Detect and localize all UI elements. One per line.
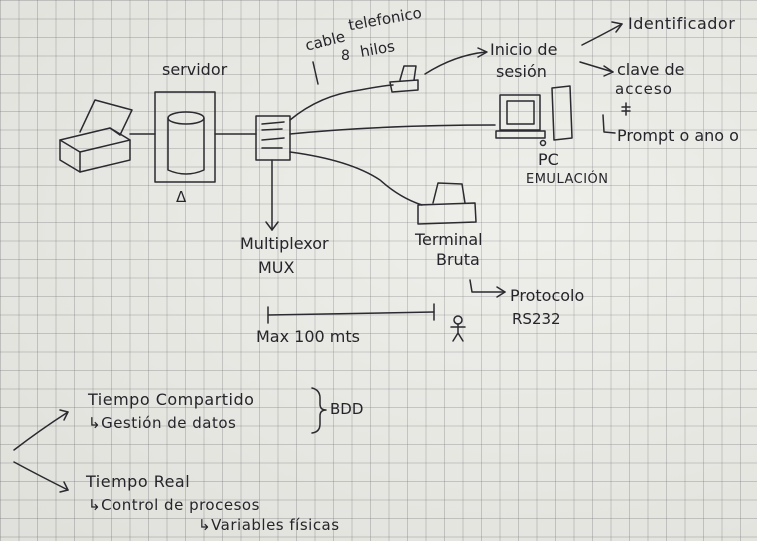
label-protocolo: Protocolo bbox=[510, 286, 585, 305]
label-control-procesos: ↳Control de procesos bbox=[88, 496, 260, 514]
label-variables-fisicas: ↳Variables físicas bbox=[198, 516, 340, 534]
label-tiempo-compartido: Tiempo Compartido bbox=[88, 390, 255, 409]
multiplexor-icon bbox=[255, 115, 291, 231]
label-acceso: acceso bbox=[615, 80, 673, 98]
label-emulacion: EMULACIÓN bbox=[526, 172, 609, 187]
label-mux: MUX bbox=[258, 258, 295, 277]
pc-icon bbox=[495, 85, 573, 147]
cable-lines bbox=[289, 61, 496, 206]
label-rs232: RS232 bbox=[512, 310, 561, 328]
brace bbox=[311, 387, 327, 434]
label-servidor: servidor bbox=[162, 60, 228, 79]
label-bruta: Bruta bbox=[436, 250, 480, 269]
printer-icon bbox=[59, 99, 133, 173]
label-identificador: Identificador bbox=[628, 14, 736, 33]
label-cable-8: 8 bbox=[341, 48, 350, 64]
label-tiempo-real: Tiempo Real bbox=[86, 472, 191, 491]
label-clave-de: clave de bbox=[617, 60, 685, 79]
small-terminal-icon bbox=[389, 47, 488, 93]
person-icon bbox=[450, 315, 466, 342]
label-max: Max 100 mts bbox=[256, 327, 360, 346]
label-multiplexor: Multiplexor bbox=[240, 234, 329, 253]
distance-line bbox=[267, 303, 435, 324]
terminal-bruta-icon bbox=[417, 182, 506, 298]
label-inicio-de: Inicio de bbox=[490, 40, 558, 59]
branch-arrows bbox=[13, 409, 69, 493]
label-pc: PC bbox=[538, 150, 559, 169]
label-sesion: sesión bbox=[496, 62, 547, 81]
label-terminal: Terminal bbox=[415, 230, 483, 249]
label-delta: Δ bbox=[176, 188, 187, 206]
server-icon bbox=[129, 91, 257, 183]
session-arrows bbox=[579, 21, 631, 134]
label-gestion-datos: ↳Gestión de datos bbox=[88, 414, 237, 432]
label-bdd: BDD bbox=[330, 400, 364, 418]
label-prompt: Prompt o ano o bbox=[617, 126, 739, 145]
